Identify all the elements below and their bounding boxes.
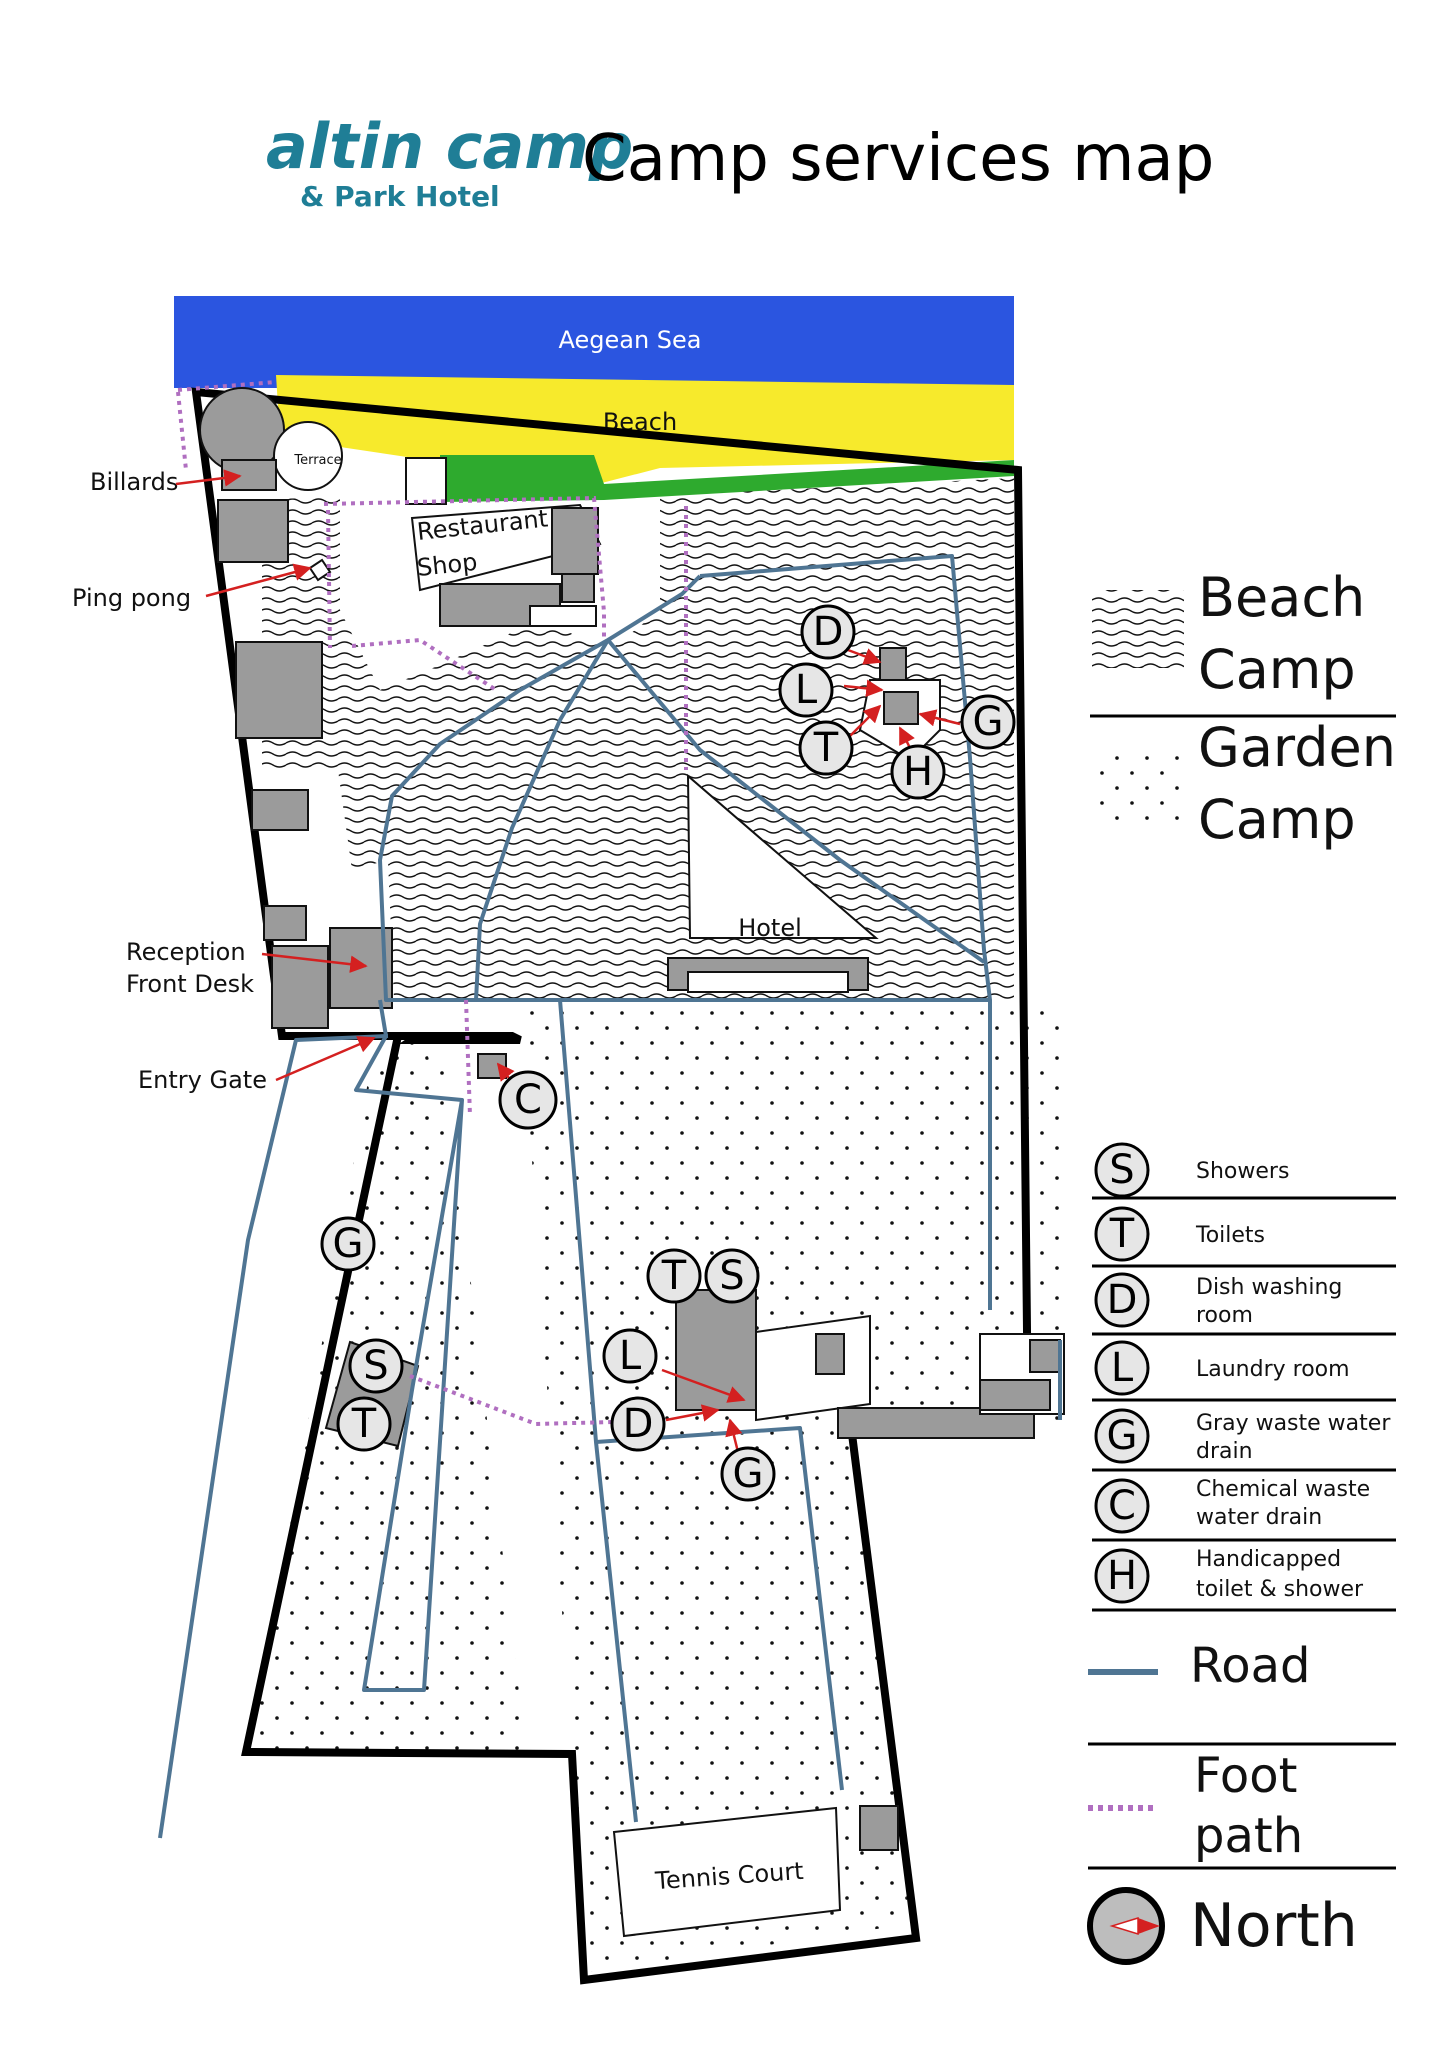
entry-gate-label: Entry Gate: [138, 1066, 267, 1094]
map-text: C: [514, 1077, 542, 1123]
callouts: Billards Ping pong Reception Front Desk …: [72, 468, 961, 1461]
marker-laundry-center: L: [602, 1328, 658, 1384]
legend-north-label: North: [1190, 1891, 1358, 1961]
hotel-grounds: [686, 773, 879, 939]
legend: Beach Camp Garden Camp S Showers T Toile…: [1087, 566, 1396, 1965]
terrace: [273, 421, 343, 491]
reception-label-2: Front Desk: [126, 970, 254, 998]
legend-garden-camp-1: Garden: [1198, 716, 1396, 779]
marker-gray-water-road: G: [320, 1216, 376, 1272]
map-text: H: [1107, 1553, 1137, 1599]
aegean-sea: [174, 296, 1014, 388]
map-text: D: [1107, 1277, 1138, 1323]
marker-toilets-beach: T: [798, 720, 854, 776]
marker-toilets-center: T: [646, 1248, 702, 1304]
legend-chemical-drain: C Chemical waste water drain: [1092, 1477, 1396, 1542]
terrace-label: Terrace: [293, 453, 341, 468]
roads: [158, 554, 1062, 1839]
logo-name: altin camp: [266, 110, 633, 183]
legend-foot-label-2: path: [1194, 1808, 1303, 1864]
map-text: T: [351, 1401, 377, 1447]
map-text: H: [903, 749, 933, 795]
map-text: water drain: [1196, 1505, 1322, 1530]
map-text: G: [1107, 1413, 1138, 1459]
map-text: L: [795, 667, 818, 713]
legend-handicapped: H Handicapped toilet & shower: [1092, 1547, 1396, 1612]
marker-laundry-beach: L: [778, 662, 834, 718]
legend-garden-camp-swatch: [1092, 752, 1184, 830]
legend-road-label: Road: [1190, 1638, 1310, 1694]
ping-pong-label: Ping pong: [72, 584, 191, 612]
buildings: Terrace Restaurant Shop: [199, 387, 1065, 1851]
garden-camp-east: [512, 1000, 1060, 1972]
map-text: S: [1109, 1147, 1134, 1193]
sanitary-block-center: [675, 1289, 757, 1411]
marker-gray-water-center: G: [720, 1446, 776, 1502]
map-text: Toilets: [1195, 1223, 1265, 1248]
tennis-court: [612, 1806, 842, 1938]
map-text: Chemical waste: [1196, 1477, 1370, 1502]
map-text: G: [973, 699, 1004, 745]
map-text: drain: [1196, 1439, 1253, 1464]
marker-handicapped-beach: H: [890, 744, 946, 800]
map-text: L: [1111, 1345, 1134, 1391]
map-text: D: [623, 1401, 654, 1447]
map-text: C: [1108, 1483, 1136, 1529]
marker-showers-center: S: [704, 1248, 760, 1304]
north-arrow-icon: [1087, 1887, 1165, 1965]
marker-dish-washing-center: D: [610, 1396, 666, 1452]
legend-foot-label-1: Foot: [1194, 1748, 1297, 1804]
page-title: Camp services map: [582, 122, 1214, 196]
map-text: T: [1109, 1211, 1135, 1257]
map-text: G: [733, 1451, 764, 1497]
legend-dish-washing: D Dish washing room: [1092, 1272, 1396, 1336]
map-text: Laundry room: [1196, 1357, 1350, 1382]
legend-gray-water: G Gray waste water drain: [1092, 1408, 1396, 1472]
hotel-label: Hotel: [738, 914, 802, 942]
legend-beach-camp-swatch: [1092, 590, 1184, 668]
reception-label-1: Reception: [126, 938, 246, 966]
ping-pong-table: [308, 558, 332, 582]
map-text: T: [813, 725, 839, 771]
map-text: Handicapped: [1196, 1547, 1341, 1572]
map-text: D: [813, 609, 844, 655]
legend-beach-camp-1: Beach: [1198, 566, 1365, 629]
legend-laundry: L Laundry room: [1092, 1340, 1396, 1402]
sea-label: Aegean Sea: [558, 326, 701, 354]
service-markers: D L T H G C G S T T S L D G: [320, 604, 1016, 1502]
map-text: T: [661, 1253, 687, 1299]
grass-strip: [440, 455, 1014, 502]
legend-showers: S Showers: [1092, 1142, 1396, 1200]
marker-toilets-west: T: [336, 1396, 392, 1452]
legend-toilets: T Toilets: [1092, 1206, 1396, 1268]
foot-paths: [176, 380, 688, 1427]
map-text: room: [1196, 1303, 1253, 1328]
map-text: toilet & shower: [1196, 1577, 1364, 1602]
map-text: L: [619, 1333, 642, 1379]
map-text: G: [333, 1221, 364, 1267]
marker-showers-west: S: [348, 1338, 404, 1394]
map-text: Gray waste water: [1196, 1411, 1391, 1436]
logo-subtitle: & Park Hotel: [300, 180, 500, 213]
map-text: S: [363, 1343, 388, 1389]
billards-label: Billards: [90, 468, 178, 496]
map-text: S: [719, 1253, 744, 1299]
marker-chemical-drain-gate: C: [498, 1070, 558, 1130]
camp-logo: altin camp & Park Hotel: [266, 110, 633, 213]
legend-garden-camp-2: Camp: [1198, 788, 1356, 851]
map-text: Showers: [1196, 1159, 1289, 1184]
marker-gray-water-beach: G: [960, 694, 1016, 750]
legend-beach-camp-2: Camp: [1198, 638, 1356, 701]
marker-dish-washing-beach: D: [800, 604, 856, 660]
map-text: Dish washing: [1196, 1275, 1342, 1300]
shop-label: Shop: [416, 548, 479, 582]
